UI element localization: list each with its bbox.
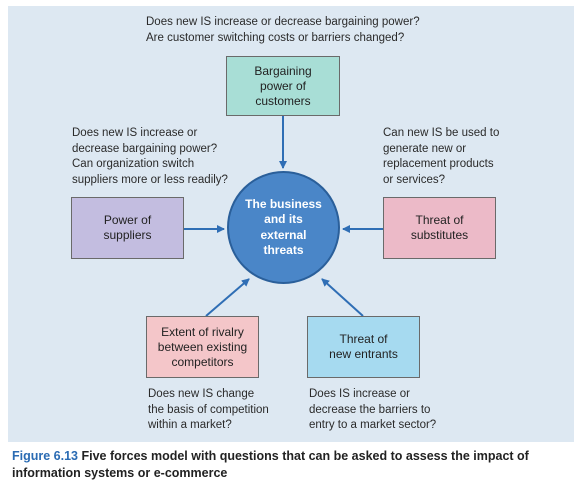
arrow-rivalry [205,278,250,317]
customers-question-line-2: Are customer switching costs or barriers… [146,31,405,44]
box-bargaining-power-of-customers: Bargaining power of customers [226,56,340,116]
suppliers-question-line-3: Can organization switch [72,158,195,170]
figure-caption: Figure 6.13 Five forces model with quest… [12,448,572,482]
entrants-question-line-2: decrease the barriers to [309,403,431,416]
rivalry-question-line-2: the basis of competition [148,403,269,416]
suppliers-question-line-4: suppliers more or less readily? [72,173,228,186]
box-threat-of-new-entrants: Threat of new entrants [307,316,420,378]
entrants-question-line-3: entry to a market sector? [309,419,437,431]
substitutes-question-line-2: generate new or [383,142,467,155]
substitutes-question-line-3: replacement products [383,158,494,170]
suppliers-question-line-1: Does new IS increase or [72,127,198,139]
box-threat-of-substitutes: Threat of substitutes [383,197,496,259]
substitutes-question: Can new IS be used to generate new or re… [383,126,499,188]
box-extent-of-rivalry: Extent of rivalry between existing compe… [146,316,259,378]
rivalry-question: Does new IS change the basis of competit… [148,387,269,434]
suppliers-question: Does new IS increase or decrease bargain… [72,126,228,188]
figure-caption-text: Five forces model with questions that ca… [12,449,529,480]
suppliers-question-line-2: decrease bargaining power? [72,142,218,155]
rivalry-question-line-1: Does new IS change [148,388,255,400]
entrants-question: Does IS increase or decrease the barrier… [309,387,436,434]
box-power-of-suppliers: Power of suppliers [71,197,184,259]
arrow-entrants [321,278,364,317]
figure-number: Figure 6.13 [12,449,78,463]
customers-question-line-1: Does new IS increase or decrease bargain… [146,16,420,28]
substitutes-question-line-1: Can new IS be used to [383,127,500,139]
rivalry-question-line-3: within a market? [148,419,232,431]
substitutes-question-line-4: or services? [383,173,445,186]
entrants-question-line-1: Does IS increase or [309,388,410,400]
customers-question: Does new IS increase or decrease bargain… [146,15,420,46]
center-business-circle: The business and its external threats [227,171,340,284]
